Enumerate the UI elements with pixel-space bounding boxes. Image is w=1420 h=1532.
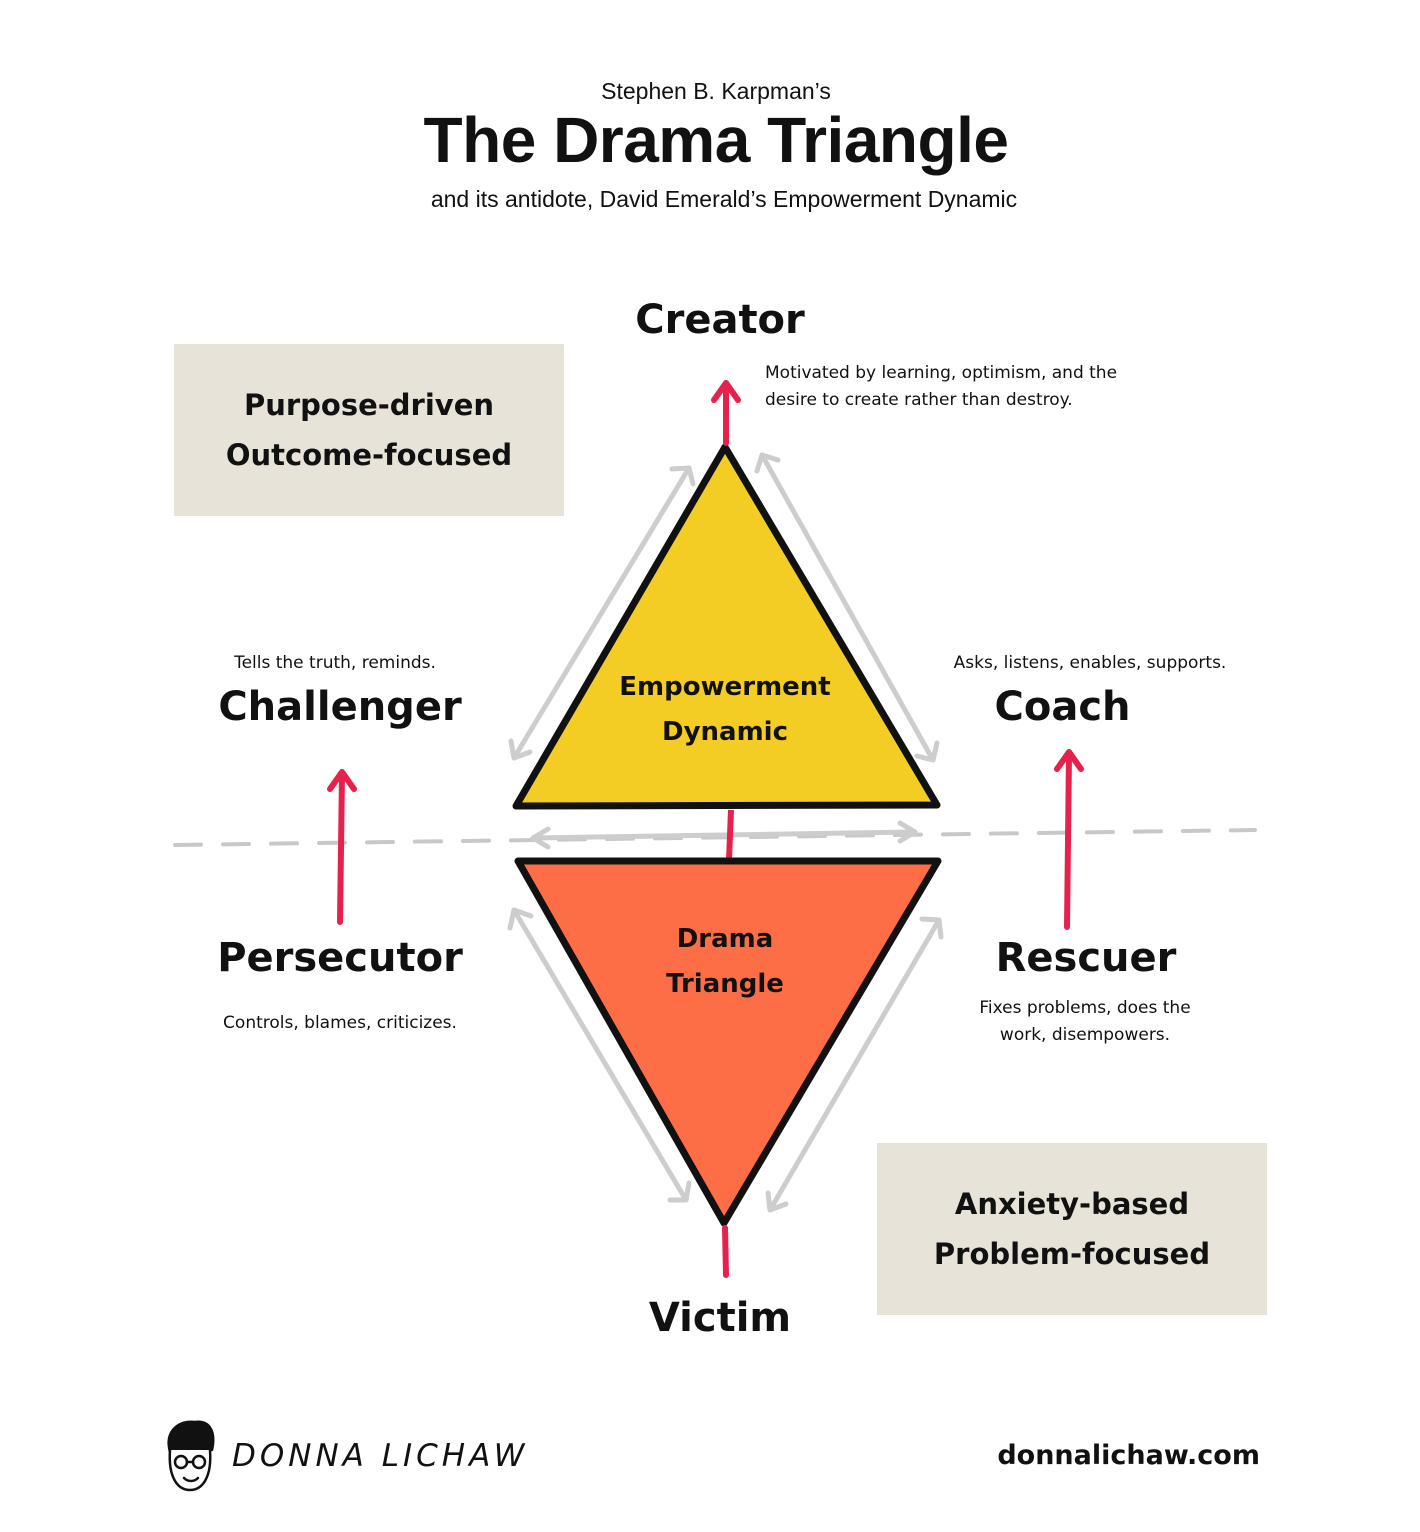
red-arrow-right xyxy=(1054,749,1084,930)
gray-arrow-middle xyxy=(530,820,918,850)
red-line-bottom xyxy=(722,1225,729,1278)
avatar-icon xyxy=(167,1420,215,1492)
gray-arrow-upper-left xyxy=(508,465,696,761)
page-subtitle: and its antidote, David Emerald’s Empowe… xyxy=(430,186,1018,212)
drama-triangle-label: Drama Triangle xyxy=(590,917,860,1007)
empowerment-triangle-label-2: Dynamic xyxy=(661,717,788,747)
gray-arrow-lower-left xyxy=(507,907,692,1203)
drama-trait-2: Problem-focused xyxy=(933,1237,1211,1271)
role-creator: Creator xyxy=(635,297,805,343)
empowerment-triangle-label: Empowerment Dynamic xyxy=(570,665,880,755)
empowerment-triangle xyxy=(512,443,941,810)
rescuer-description: Fixes problems, does the work, disempowe… xyxy=(930,995,1240,1049)
rescuer-description-line1: Fixes problems, does the xyxy=(979,998,1191,1018)
gray-arrows xyxy=(507,452,944,1213)
challenger-description: Tells the truth, reminds. xyxy=(234,653,436,673)
drama-trait-1: Anxiety-based xyxy=(954,1187,1190,1221)
website-link[interactable]: donnalichaw.com xyxy=(997,1440,1260,1471)
red-arrow-top xyxy=(711,380,741,446)
drama-traits-box: Anxiety-based Problem-focused xyxy=(877,1143,1267,1315)
gray-arrow-upper-right xyxy=(754,452,940,763)
role-persecutor: Persecutor xyxy=(217,935,463,981)
role-coach: Coach xyxy=(994,684,1131,730)
gray-arrow-lower-right xyxy=(765,916,944,1213)
persecutor-description: Controls, blames, criticizes. xyxy=(223,1013,457,1033)
coach-description: Asks, listens, enables, supports. xyxy=(953,653,1227,673)
drama-triangle-label-1: Drama xyxy=(676,924,774,954)
role-victim: Victim xyxy=(648,1295,792,1341)
empowerment-trait-1: Purpose-driven xyxy=(243,388,495,422)
red-center-connector xyxy=(726,809,734,861)
page-title: The Drama Triangle xyxy=(423,104,1009,176)
role-rescuer: Rescuer xyxy=(995,935,1177,981)
empowerment-triangle-label-1: Empowerment xyxy=(619,672,831,702)
empowerment-trait-2: Outcome-focused xyxy=(225,438,513,472)
red-arrow-left xyxy=(327,769,357,925)
drama-triangle xyxy=(514,857,942,1227)
role-challenger: Challenger xyxy=(218,684,462,730)
rescuer-description-line2: work, disempowers. xyxy=(999,1025,1171,1045)
empowerment-traits-box: Purpose-driven Outcome-focused xyxy=(174,344,564,516)
creator-description: Motivated by learning, optimism, and the… xyxy=(765,360,1205,414)
drama-triangle-label-2: Triangle xyxy=(666,969,784,999)
brand-name: DONNA LICHAW xyxy=(232,1438,529,1474)
creator-description-line2: desire to create rather than destroy. xyxy=(765,390,1073,410)
header-kicker: Stephen B. Karpman’s xyxy=(601,78,831,104)
creator-description-line1: Motivated by learning, optimism, and the xyxy=(765,363,1118,383)
